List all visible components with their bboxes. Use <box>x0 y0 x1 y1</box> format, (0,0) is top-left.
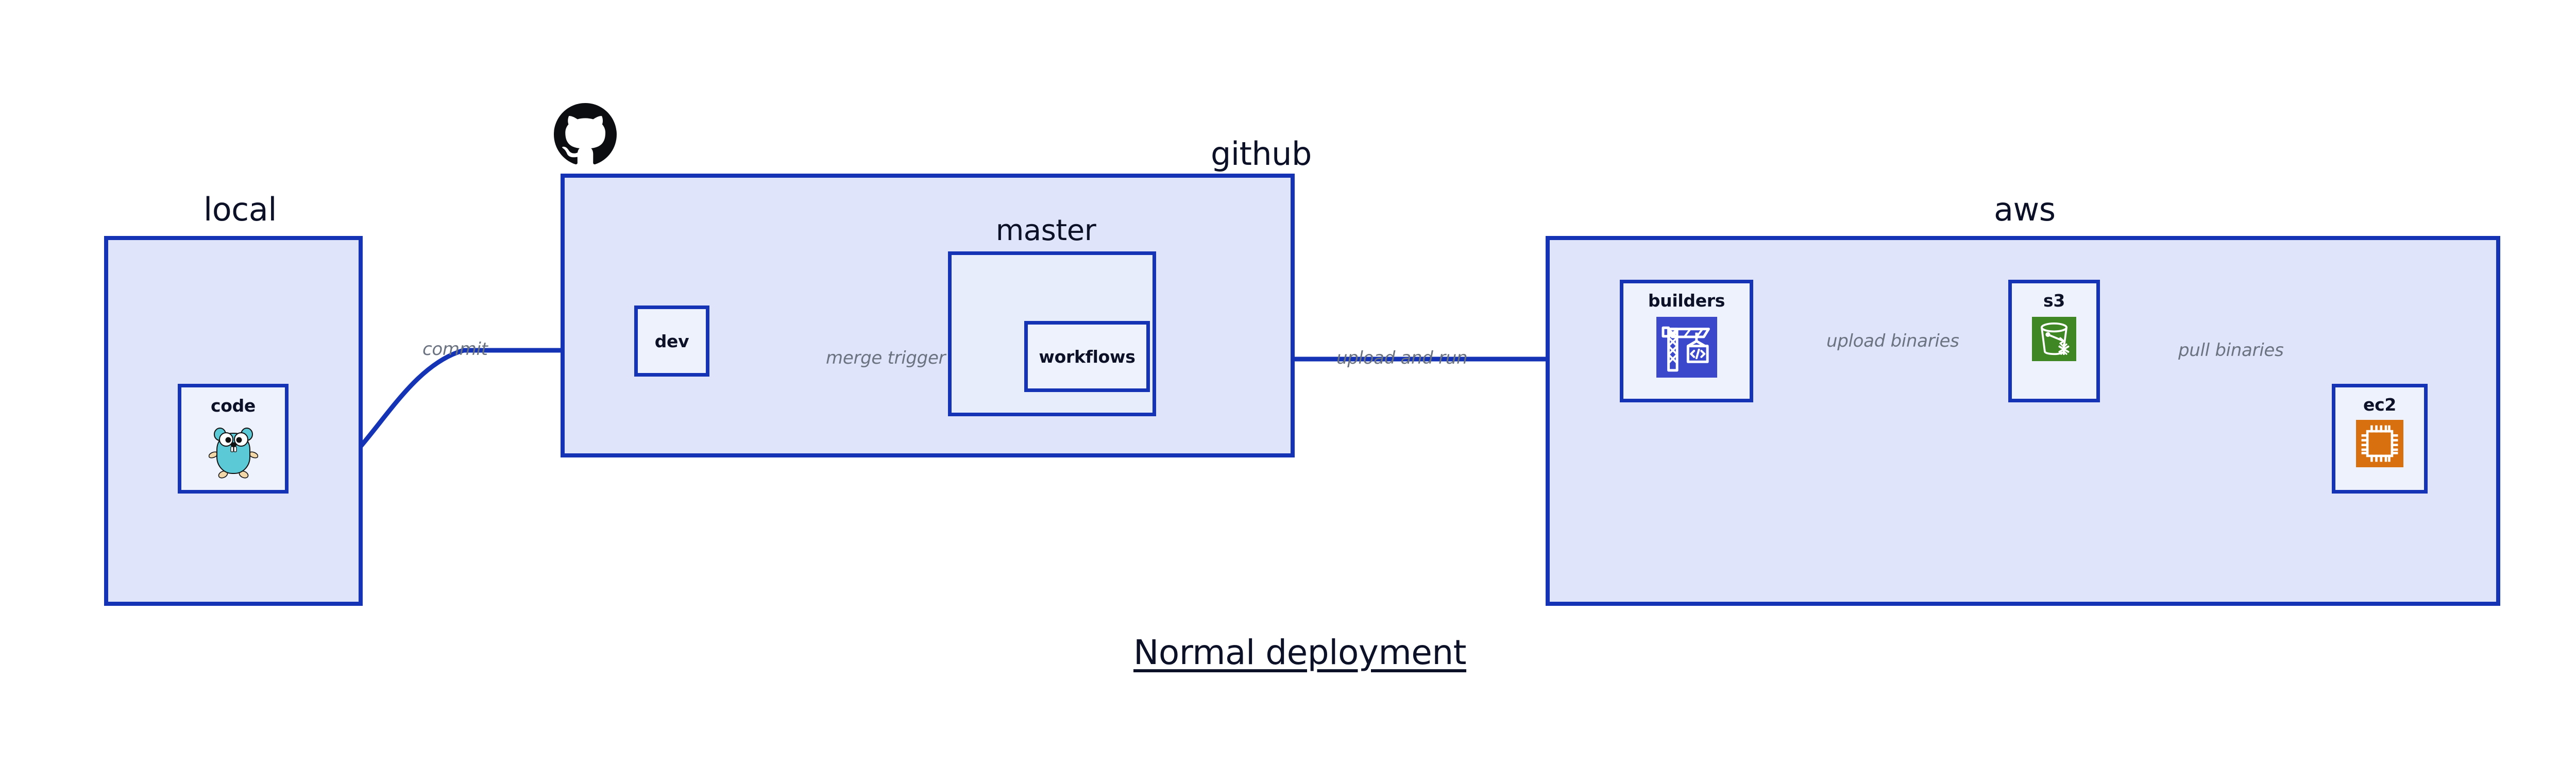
zone-label-aws: aws <box>1994 191 2056 228</box>
node-label-code: code <box>210 396 256 416</box>
node-ec2[interactable]: ec2 <box>2332 384 2428 494</box>
node-label-dev: dev <box>654 331 689 351</box>
aws-s3-bucket-icon <box>2032 317 2076 361</box>
node-workflows[interactable]: workflows <box>1024 321 1150 392</box>
edge-label-merge-trigger: merge trigger <box>826 348 946 368</box>
node-label-workflows: workflows <box>1039 346 1136 367</box>
zone-label-github: github <box>1211 135 1312 173</box>
edge-label-pull-binaries: pull binaries <box>2178 340 2284 361</box>
node-label-ec2: ec2 <box>2363 395 2396 415</box>
edge-label-upload-binaries: upload binaries <box>1826 331 1959 351</box>
diagram-title: Normal deployment <box>1133 633 1467 672</box>
github-octocat-icon <box>554 103 617 168</box>
node-code[interactable]: code <box>178 384 289 494</box>
node-builders[interactable]: builders <box>1620 280 1753 402</box>
group-label-master: master <box>995 214 1096 247</box>
zone-label-local: local <box>204 191 277 228</box>
aws-ec2-chip-icon <box>2356 420 2403 467</box>
node-s3[interactable]: s3 <box>2008 280 2100 402</box>
node-dev[interactable]: dev <box>634 305 709 377</box>
aws-codebuild-crane-icon <box>1656 317 1717 378</box>
edge-label-commit: commit <box>422 339 488 360</box>
node-label-builders: builders <box>1648 291 1725 311</box>
go-gopher-icon <box>208 423 258 479</box>
node-label-s3: s3 <box>2043 291 2065 311</box>
edge-label-upload-and-run: upload and run <box>1336 348 1468 368</box>
